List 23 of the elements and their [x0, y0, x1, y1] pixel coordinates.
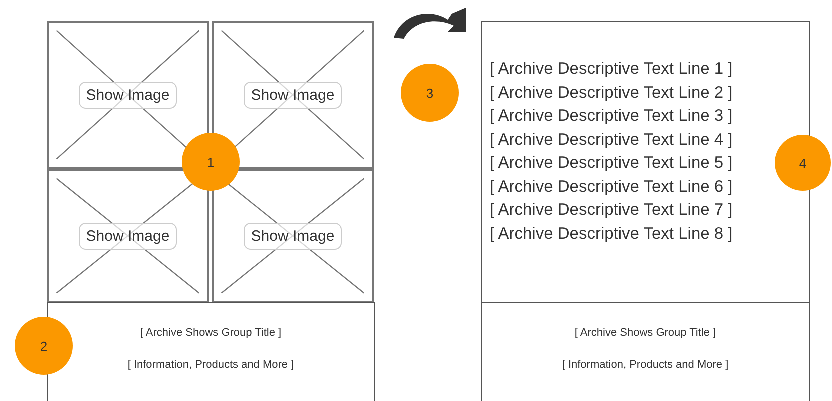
text-panel [481, 21, 810, 304]
show-image-button: Show Image [244, 222, 342, 250]
callout-number: 1 [207, 154, 215, 170]
show-image-button: Show Image [79, 82, 177, 108]
group-title-text: [ Archive Shows Group Title ] [574, 327, 716, 339]
text-line: [ Archive Descriptive Text Line 1 ] [490, 59, 733, 80]
group-subtitle-text: [ Information, Products and More ] [562, 359, 729, 371]
group-title-text: [ Archive Shows Group Title ] [140, 327, 282, 339]
show-image-button: Show Image [244, 82, 342, 108]
callout-number: 2 [40, 338, 48, 354]
text-line: [ Archive Descriptive Text Line 8 ] [490, 224, 733, 244]
text-line: [ Archive Descriptive Text Line 2 ] [490, 82, 733, 104]
text-line: [ Archive Descriptive Text Line 7 ] [490, 200, 733, 221]
text-line: [ Archive Descriptive Text Line 4 ] [490, 130, 733, 150]
footer-panel [47, 302, 375, 401]
show-image-button: Show Image [79, 222, 177, 250]
group-subtitle-text: [ Information, Products and More ] [128, 359, 294, 371]
callout-number: 3 [426, 86, 434, 100]
text-line: [ Archive Descriptive Text Line 6 ] [490, 176, 733, 198]
text-line: [ Archive Descriptive Text Line 3 ] [490, 106, 733, 127]
text-line: [ Archive Descriptive Text Line 5 ] [490, 153, 733, 174]
footer-panel [481, 302, 810, 401]
callout-number: 4 [799, 156, 807, 170]
